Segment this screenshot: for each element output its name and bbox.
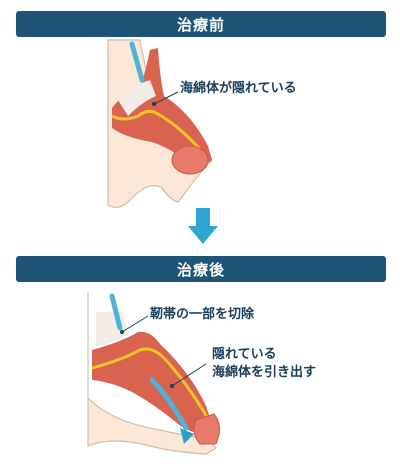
after-blue-marker-1 [109,293,123,331]
before-treatment-title: 治療前 [176,15,225,34]
before-glans [171,145,209,175]
after-callout-line-2 [171,363,207,387]
after-callout-dot-2 [170,384,174,388]
before-callout-line [153,91,179,105]
after-blue-marker-2 [149,377,189,431]
before-callout-dot [152,102,156,106]
before-ligament [118,80,156,116]
after-treatment-banner: 治療後 [16,256,386,282]
after-callout-dot-1 [120,330,124,334]
after-annotation-1: 靭帯の一部を切除 [150,307,255,322]
after-glans [193,413,220,445]
after-pull-arrow-icon [180,428,194,444]
after-corpus-line [91,347,212,423]
before-annotation: 海綿体が隠れている [180,81,297,96]
down-arrow-icon [188,208,218,244]
after-annotation-2-line-1: 隠れている [212,347,277,362]
before-corpus-line [111,109,206,155]
before-treatment-banner: 治療前 [16,11,386,37]
before-blue-marker [129,41,145,83]
after-treatment-title: 治療後 [176,260,225,279]
after-annotation-2-line-2: 海綿体を引き出す [212,365,317,380]
after-callout-line-1 [121,315,149,333]
